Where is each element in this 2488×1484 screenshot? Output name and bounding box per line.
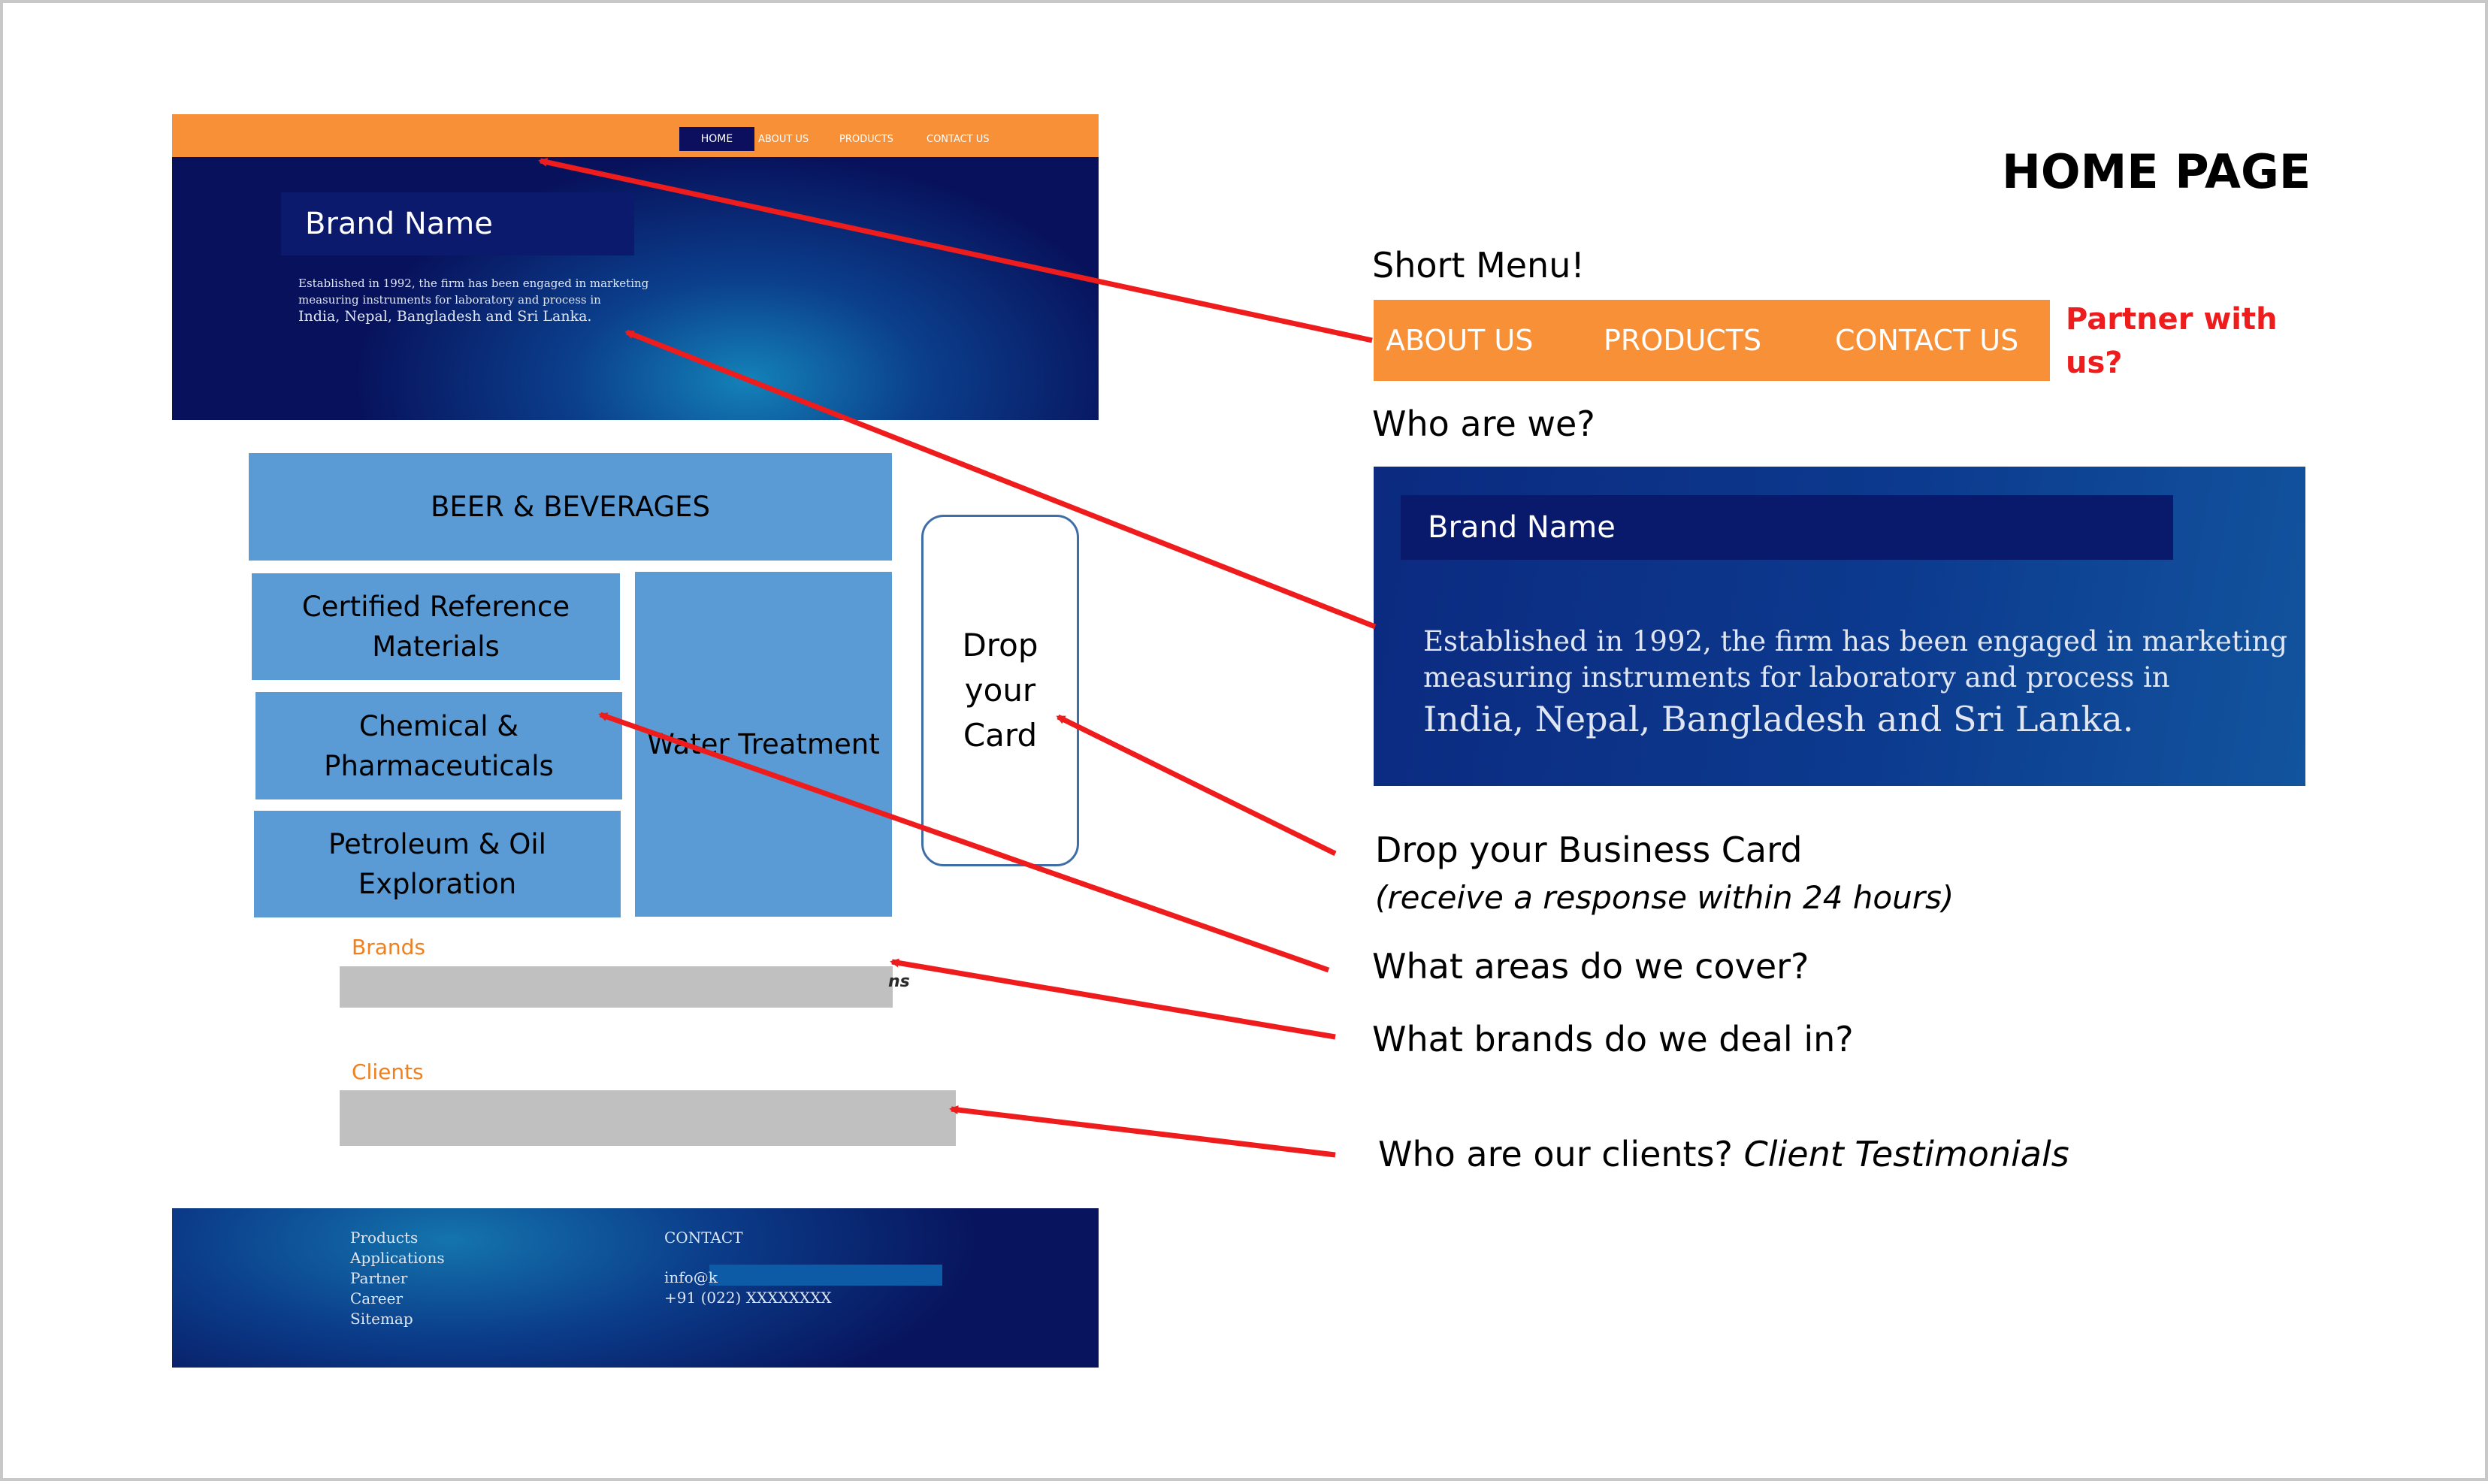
arrow-card-to-box bbox=[1056, 714, 1337, 857]
area-tile-petroleum[interactable]: Petroleum & Oil Exploration bbox=[254, 811, 621, 917]
who-brand-name: Brand Name bbox=[1401, 495, 2173, 560]
mockup-hero-text: Established in 1992, the firm has been e… bbox=[298, 275, 719, 325]
footer-links: Products Applications Partner Career Sit… bbox=[350, 1228, 445, 1329]
who-text-line3: India, Nepal, Bangladesh and Sri Lanka. bbox=[1423, 699, 2134, 739]
drop-business-card-label: Drop your Business Card bbox=[1375, 830, 1803, 870]
partner-label: Partner with us? bbox=[2066, 302, 2278, 380]
footer-link-products[interactable]: Products bbox=[350, 1229, 419, 1247]
mockup-hero-line3: India, Nepal, Bangladesh and Sri Lanka. bbox=[298, 308, 592, 325]
short-menu-contact[interactable]: CONTACT US bbox=[1835, 324, 2019, 357]
footer-email[interactable]: info@k bbox=[664, 1268, 718, 1286]
mockup-nav-products[interactable]: PRODUCTS bbox=[839, 133, 893, 145]
areas-question: What areas do we cover? bbox=[1372, 946, 1809, 987]
mockup-nav-about[interactable]: ABOUT US bbox=[758, 133, 809, 145]
area-tile-chemical[interactable]: Chemical & Pharmaceuticals bbox=[255, 692, 622, 799]
annotation-arrows bbox=[538, 158, 1377, 1158]
mockup-nav-home[interactable]: HOME bbox=[679, 127, 754, 151]
mockup-hero-brand: Brand Name bbox=[281, 192, 634, 255]
who-text-line2: measuring instruments for laboratory and… bbox=[1423, 661, 2170, 694]
short-menu-products[interactable]: PRODUCTS bbox=[1604, 324, 1762, 357]
brands-logo-strip bbox=[340, 966, 893, 1008]
mockup-hero-line1: Established in 1992, the firm has been e… bbox=[298, 277, 649, 290]
footer-link-sitemap[interactable]: Sitemap bbox=[350, 1310, 413, 1328]
who-are-we-label: Who are we? bbox=[1372, 403, 1595, 444]
short-menu-bar bbox=[1374, 300, 2050, 381]
footer-contact-heading: CONTACT bbox=[664, 1229, 743, 1247]
footer-email-redaction bbox=[709, 1265, 942, 1286]
arrow-menu-to-nav bbox=[538, 158, 1373, 343]
drop-card-box[interactable]: Drop your Card bbox=[921, 515, 1079, 866]
arrow-who-to-hero bbox=[624, 329, 1377, 630]
clients-label: Clients bbox=[352, 1059, 424, 1084]
response-note: (receive a response within 24 hours) bbox=[1375, 879, 1954, 916]
who-text-line1: Established in 1992, the firm has been e… bbox=[1423, 625, 2288, 657]
clients-question: Who are our clients? bbox=[1378, 1134, 1733, 1174]
mockup-top-nav-bar bbox=[172, 114, 1099, 157]
arrow-clients-to-strip bbox=[949, 1105, 1336, 1158]
footer-link-applications[interactable]: Applications bbox=[350, 1249, 445, 1267]
clients-logo-strip bbox=[340, 1090, 956, 1146]
mockup-footer bbox=[172, 1208, 1099, 1368]
area-tile-crm[interactable]: Certified Reference Materials bbox=[252, 573, 620, 680]
client-testimonials: Client Testimonials bbox=[1743, 1134, 2069, 1174]
arrow-areas-to-tiles bbox=[598, 712, 1330, 973]
arrow-brands-to-strip bbox=[890, 958, 1336, 1040]
who-text: Established in 1992, the firm has been e… bbox=[1423, 624, 2310, 742]
brands-logo-fragment: ns bbox=[888, 972, 910, 991]
brands-label: Brands bbox=[352, 935, 425, 960]
footer-link-partner[interactable]: Partner bbox=[350, 1269, 408, 1287]
brands-question: What brands do we deal in? bbox=[1372, 1019, 1854, 1059]
short-menu-label: Short Menu! bbox=[1372, 245, 1585, 286]
footer-link-career[interactable]: Career bbox=[350, 1289, 404, 1307]
short-menu-about[interactable]: ABOUT US bbox=[1386, 324, 1534, 357]
clients-question-line: Who are our clients? Client Testimonials bbox=[1378, 1134, 2069, 1174]
page-title: HOME PAGE bbox=[2002, 144, 2311, 199]
area-tile-beer[interactable]: BEER & BEVERAGES bbox=[249, 453, 892, 561]
mockup-hero-line2: measuring instruments for laboratory and… bbox=[298, 293, 601, 307]
mockup-nav-contact[interactable]: CONTACT US bbox=[927, 133, 990, 145]
footer-phone: +91 (022) XXXXXXXX bbox=[664, 1289, 832, 1307]
